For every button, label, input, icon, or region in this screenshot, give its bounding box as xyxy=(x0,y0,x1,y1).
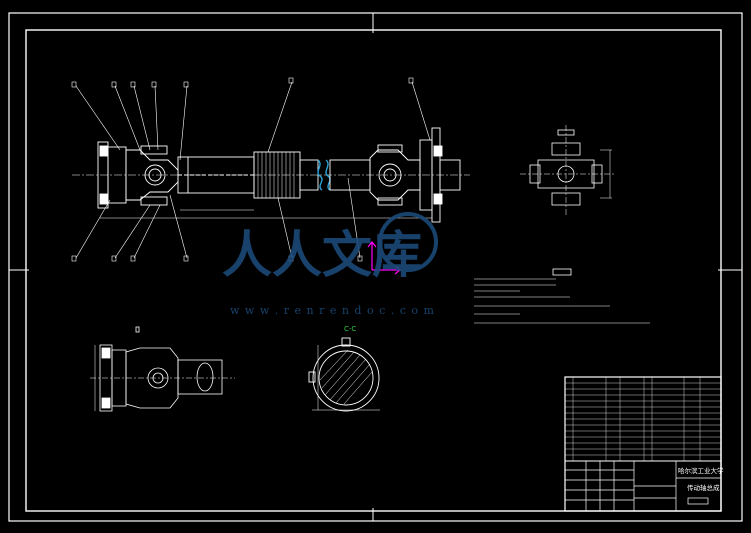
watermark: 人人文库 w w w . r e n r e n d o c . c o m xyxy=(222,212,438,317)
watermark-brand: 人人文库 xyxy=(222,226,422,284)
yoke-detail-view xyxy=(90,326,235,412)
section-c-c-view: C-C xyxy=(308,325,380,412)
school-name: 哈尔滨工业大学 xyxy=(678,466,724,475)
drive-shaft-main-view xyxy=(72,127,470,223)
side-view xyxy=(520,125,615,215)
technical-requirements xyxy=(474,278,650,324)
part-leaders xyxy=(71,77,431,262)
drawing-name: 传动轴总成 xyxy=(687,483,720,492)
drawing-frame xyxy=(8,12,743,522)
section-hatch xyxy=(319,349,373,405)
title-block xyxy=(564,376,722,512)
watermark-url: w w w . r e n r e n d o c . c o m xyxy=(230,304,435,317)
table-tag xyxy=(552,268,572,276)
section-label: C-C xyxy=(344,325,356,333)
